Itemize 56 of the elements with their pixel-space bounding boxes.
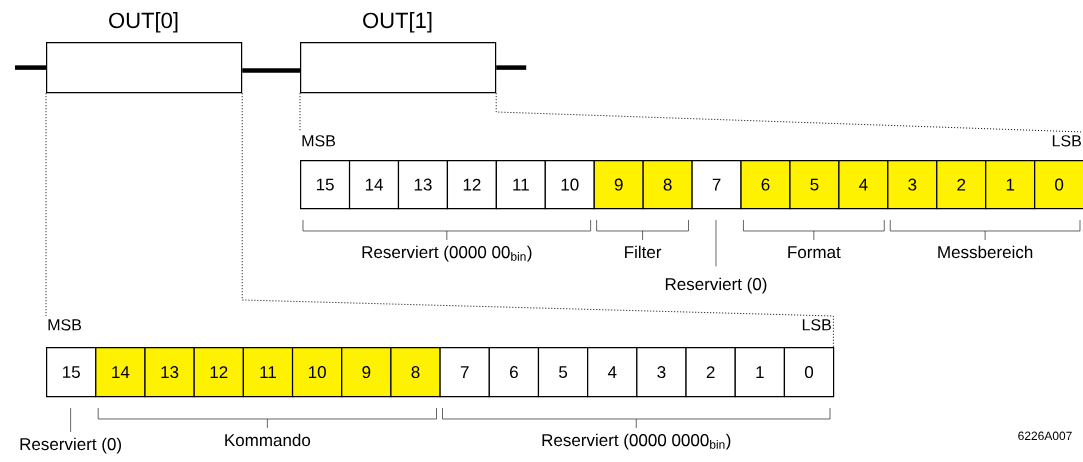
bit-cell: 2 — [936, 160, 987, 210]
bit-cell: 1 — [734, 347, 785, 398]
bracket-label: Kommando — [225, 433, 311, 447]
bracket-label: Format — [788, 246, 841, 259]
bit-cell: 11 — [495, 160, 546, 210]
bit-cell: 13 — [144, 347, 195, 398]
bit-cell: 6 — [488, 347, 540, 398]
bit-cell: 15 — [46, 347, 97, 398]
bit-cell: 10 — [544, 160, 595, 210]
bit-cell: 11 — [242, 347, 294, 398]
bit-cell: 0 — [783, 347, 835, 398]
bit-cell: 10 — [291, 347, 343, 398]
connector-line — [15, 65, 46, 70]
bit-cell: 14 — [95, 347, 146, 398]
bit-cell: 3 — [887, 160, 938, 210]
bit-cell: 1 — [985, 160, 1036, 210]
bit-cell: 12 — [193, 347, 244, 398]
bit-cell: 4 — [587, 347, 638, 398]
bracket-label: Reserviert (0000 0000$_{bin}$) — [542, 433, 731, 450]
bracket-label: Filter — [625, 245, 662, 259]
bit-cell: 0 — [1034, 160, 1083, 210]
node-label: OUT[1] — [363, 12, 432, 33]
bit-cell: 2 — [685, 347, 736, 398]
bit-cell: 15 — [300, 160, 351, 210]
lsb-label: LSB — [802, 319, 831, 331]
bit-cell: 7 — [691, 160, 742, 210]
bit-cell: 3 — [636, 347, 687, 398]
bit-cell: 8 — [642, 160, 693, 210]
bit-cell: 9 — [341, 347, 392, 398]
connector-line — [496, 65, 527, 70]
node-label: OUT[0] — [109, 12, 178, 33]
figure-number: 6226A007 — [1018, 431, 1072, 441]
bracket-label: Reserviert (0000 00$_{bin}$) — [362, 245, 532, 262]
bit-cell: 5 — [537, 347, 589, 398]
bit-cell: 4 — [838, 160, 889, 210]
bit-cell: 14 — [348, 160, 400, 210]
bit-cell: 12 — [446, 160, 497, 210]
connector-line — [299, 92, 301, 133]
connector-line — [495, 92, 1083, 133]
output-box: OUT[1] — [300, 12, 497, 94]
connector-line — [241, 92, 834, 348]
msb-label: MSB — [302, 135, 336, 147]
lsb-label: LSB — [1052, 135, 1081, 147]
bit-cell: 6 — [740, 160, 791, 210]
output-box: OUT[0] — [46, 12, 243, 94]
msb-label: MSB — [48, 319, 82, 331]
bit-cell: 13 — [397, 160, 449, 210]
bracket-label: Messbereich — [938, 245, 1033, 259]
bracket-label: Reserviert (0) — [20, 437, 121, 454]
bit-cell: 7 — [439, 347, 490, 398]
bit-cell: 5 — [789, 160, 840, 210]
bracket-label: Reserviert (0) — [665, 277, 767, 294]
connector-line — [45, 92, 47, 317]
bit-cell: 8 — [390, 347, 441, 398]
bit-cell: 9 — [593, 160, 644, 210]
connector-line — [242, 68, 300, 73]
